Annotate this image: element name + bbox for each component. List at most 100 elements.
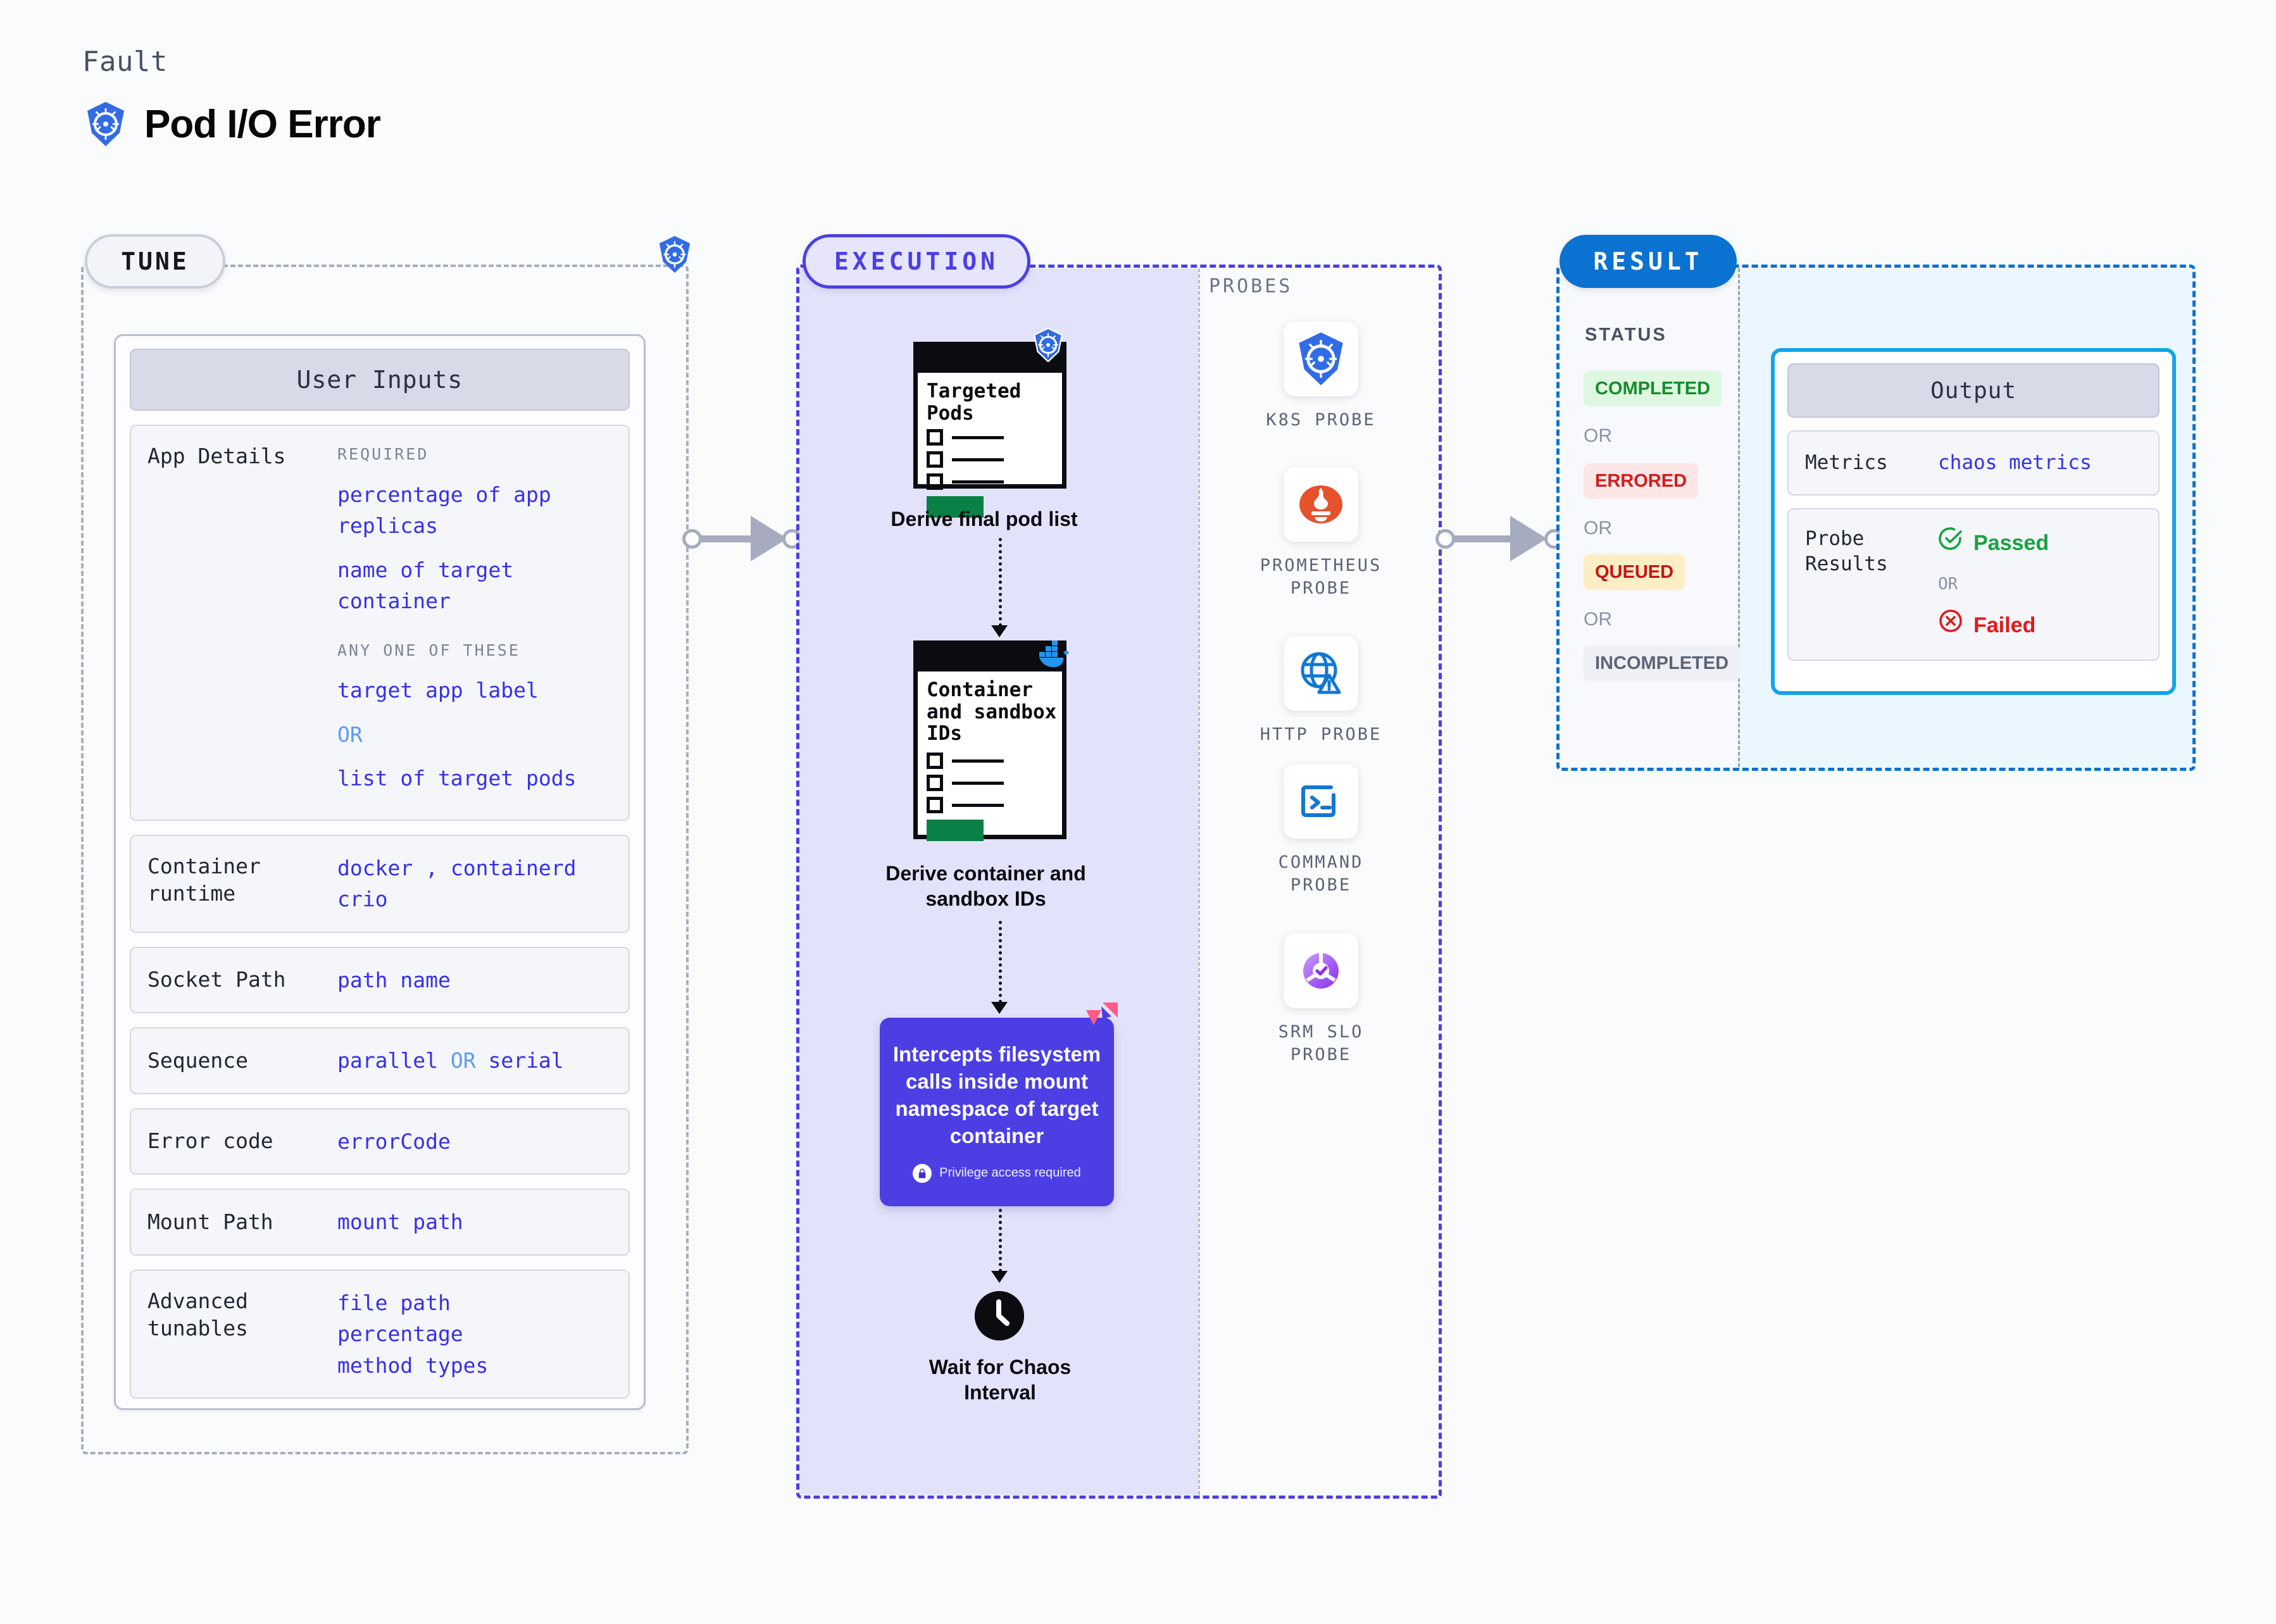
x-circle-icon bbox=[1938, 608, 1963, 643]
probe-result-failed-label: Failed bbox=[1973, 613, 2036, 637]
value-percentage-replicas: percentage of app replicas bbox=[337, 482, 551, 539]
value-containerd: containerd bbox=[450, 855, 577, 880]
row-key: Advanced tunables bbox=[147, 1288, 248, 1341]
probe-label: HTTP PROBE bbox=[1260, 725, 1382, 744]
row-value: mount path bbox=[337, 1209, 463, 1234]
chaos-action-card: Intercepts filesystem calls inside mount… bbox=[880, 1018, 1114, 1206]
output-title: Output bbox=[1787, 363, 2160, 418]
fault-title-row: Pod I/O Error bbox=[85, 101, 381, 147]
output-card: Output Metrics chaos metrics Probe Resul… bbox=[1771, 348, 2176, 695]
row-key: Error code bbox=[147, 1128, 273, 1154]
probes-section-label: PROBES bbox=[1209, 275, 1293, 297]
container-sandbox-document: Container and sandbox IDs bbox=[913, 640, 1066, 842]
table-row: Sequence parallel OR serial bbox=[130, 1027, 630, 1094]
status-badge-completed: COMPLETED bbox=[1584, 371, 1722, 406]
row-value: errorCode bbox=[337, 1128, 451, 1154]
or-separator: OR bbox=[1584, 518, 1612, 539]
flow-arrowhead bbox=[991, 1271, 1008, 1283]
row-value: REQUIRED percentage of app replicas name… bbox=[337, 442, 612, 794]
privilege-note-text: Privilege access required bbox=[939, 1166, 1081, 1180]
flow-arrowhead bbox=[991, 625, 1008, 637]
status-badge-text: COMPLETED bbox=[1595, 378, 1711, 399]
row-value: path name bbox=[337, 967, 451, 992]
row-value: chaos metrics bbox=[1938, 451, 2092, 474]
value-target-app-label: target app label bbox=[337, 678, 539, 703]
value-method-types: method types bbox=[337, 1352, 489, 1378]
probes-divider bbox=[1198, 268, 1200, 1495]
row-key: Mount Path bbox=[147, 1209, 273, 1234]
row-value: docker , containerd crio bbox=[337, 853, 612, 915]
table-row: Socket Path path name bbox=[130, 946, 630, 1013]
kubernetes-icon bbox=[657, 235, 692, 277]
step-caption-derive-pod-list: Derive final pod list bbox=[891, 508, 1078, 530]
row-key: Probe Results bbox=[1805, 527, 1888, 576]
execution-pill-label: EXECUTION bbox=[803, 234, 1030, 289]
value-serial: serial bbox=[488, 1048, 564, 1073]
row-key: Socket Path bbox=[147, 967, 286, 992]
table-row: Mount Path mount path bbox=[130, 1189, 630, 1256]
status-badge-text: ERRORED bbox=[1595, 470, 1687, 491]
any-one-caption: ANY ONE OF THESE bbox=[337, 640, 520, 659]
kubernetes-icon bbox=[85, 101, 127, 147]
connector-execution-to-result bbox=[1435, 509, 1565, 566]
check-circle-icon bbox=[1938, 526, 1963, 561]
probe-prometheus[interactable]: PROMETHEUS PROBE bbox=[1248, 467, 1394, 601]
globe-warning-icon bbox=[1284, 636, 1358, 711]
step-caption-derive-container-ids: Derive container and sandbox IDs bbox=[885, 862, 1086, 910]
value-percentage: percentage bbox=[337, 1321, 463, 1346]
execution-panel bbox=[796, 265, 1442, 1499]
required-caption: REQUIRED bbox=[337, 445, 429, 463]
or-separator: OR bbox=[337, 721, 363, 747]
row-value: file path percentage method types bbox=[337, 1287, 612, 1382]
chaos-action-text: Intercepts filesystem calls inside mount… bbox=[892, 1042, 1101, 1147]
value-file-path: file path bbox=[337, 1290, 451, 1315]
probe-label: SRM SLO PROBE bbox=[1278, 1022, 1364, 1065]
table-row: App Details REQUIRED percentage of app r… bbox=[130, 425, 630, 821]
probe-result-passed: Passed bbox=[1938, 526, 2142, 561]
step-caption-wait-for-chaos-interval: Wait for Chaos Interval bbox=[929, 1356, 1072, 1404]
kubernetes-icon bbox=[1284, 322, 1358, 396]
value-list-of-target-pods: list of target pods bbox=[337, 766, 577, 790]
table-row: Metrics chaos metrics bbox=[1787, 430, 2160, 496]
row-value: parallel OR serial bbox=[337, 1045, 612, 1077]
srm-slo-icon bbox=[1284, 934, 1358, 1008]
result-panel bbox=[1556, 265, 2196, 771]
or-separator: OR bbox=[1938, 574, 1958, 594]
status-badge-incompleted: INCOMPLETED bbox=[1584, 646, 1741, 681]
tune-panel bbox=[81, 265, 689, 1454]
or-separator: OR bbox=[1584, 609, 1612, 630]
row-key: Sequence bbox=[147, 1047, 248, 1073]
probe-http[interactable]: HTTP PROBE bbox=[1248, 636, 1394, 746]
prometheus-icon bbox=[1284, 467, 1358, 542]
flow-line bbox=[999, 1209, 1002, 1272]
tune-pill-label: TUNE bbox=[85, 234, 225, 289]
probe-result-failed: Failed bbox=[1938, 608, 2142, 643]
result-pill-label: RESULT bbox=[1560, 235, 1737, 288]
page-title: Pod I/O Error bbox=[144, 102, 381, 146]
probe-label: PROMETHEUS PROBE bbox=[1260, 556, 1382, 599]
docker-icon bbox=[1032, 638, 1072, 673]
lock-icon bbox=[913, 1163, 932, 1183]
value-comma: , bbox=[425, 855, 438, 880]
probe-k8s[interactable]: K8S PROBE bbox=[1248, 322, 1394, 432]
row-key: Metrics bbox=[1805, 451, 1888, 474]
probe-label: K8S PROBE bbox=[1266, 410, 1376, 430]
probe-result-passed-label: Passed bbox=[1973, 530, 2049, 555]
probe-command[interactable]: COMMAND PROBE bbox=[1248, 764, 1394, 897]
user-inputs-title: User Inputs bbox=[130, 349, 630, 411]
value-docker: docker bbox=[337, 855, 413, 880]
connector-tune-to-execution bbox=[682, 509, 803, 566]
doc-title: Targeted Pods bbox=[927, 380, 1022, 425]
status-badge-queued: QUEUED bbox=[1584, 554, 1685, 590]
probe-srm-slo[interactable]: SRM SLO PROBE bbox=[1248, 934, 1394, 1067]
table-row: Advanced tunables file path percentage m… bbox=[130, 1269, 630, 1399]
kubernetes-icon bbox=[1032, 327, 1064, 365]
status-badge-text: QUEUED bbox=[1595, 561, 1674, 582]
status-badge-text: INCOMPLETED bbox=[1595, 653, 1729, 673]
probe-label: COMMAND PROBE bbox=[1278, 853, 1364, 896]
clock-icon bbox=[975, 1291, 1024, 1340]
row-value: Passed OR Failed bbox=[1938, 526, 2142, 643]
user-inputs-card: User Inputs App Details REQUIRED percent… bbox=[114, 334, 646, 1410]
litmus-icon bbox=[1084, 1000, 1120, 1040]
value-target-container: name of target container bbox=[337, 557, 514, 614]
